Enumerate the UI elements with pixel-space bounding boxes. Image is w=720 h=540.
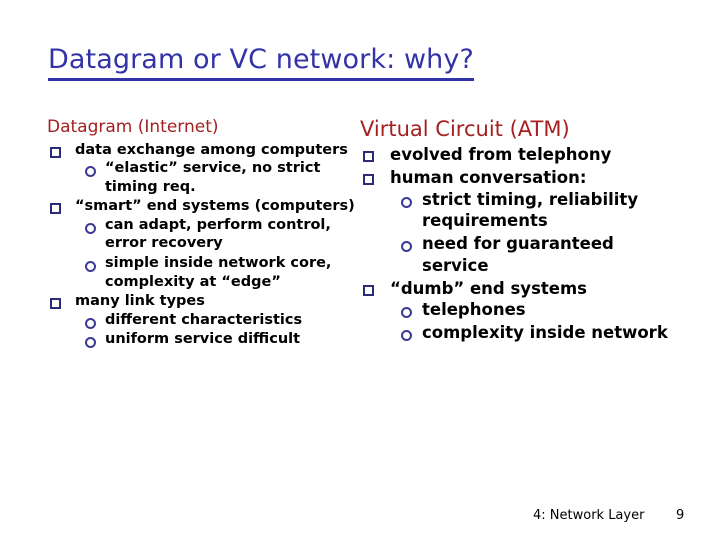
list-item: data exchange among computers “elastic” … — [47, 141, 365, 197]
column-virtual-circuit-heading: Virtual Circuit (ATM) — [360, 117, 570, 141]
circle-bullet-icon — [85, 222, 96, 234]
list-item-label: simple inside network core, complexity a… — [105, 254, 332, 290]
list-item: different characteristics — [75, 311, 365, 330]
circle-bullet-icon — [401, 196, 412, 208]
list-item-label: uniform service difficult — [105, 331, 301, 348]
list-item: human conversation: strict timing, relia… — [360, 167, 680, 277]
circle-bullet-icon — [401, 241, 412, 253]
sub-list: different characteristics uniform servic… — [75, 311, 365, 349]
page-title: Datagram or VC network: why? — [48, 44, 668, 81]
list-item-label: different characteristics — [105, 311, 303, 328]
column-datagram: Datagram (Internet) data exchange among … — [47, 118, 365, 350]
list-item: evolved from telephony — [360, 144, 680, 166]
footer-chapter-label: 4: Network Layer — [533, 508, 645, 523]
square-bullet-icon — [50, 146, 61, 158]
list-item-label: telephones — [422, 300, 526, 320]
list-item: strict timing, reliability requirements — [390, 189, 680, 233]
list-item-label: human conversation: — [390, 167, 587, 187]
list-item-label: data exchange among computers — [75, 141, 348, 158]
circle-bullet-icon — [401, 330, 412, 342]
virtual-circuit-bullet-list: evolved from telephony human conversatio… — [360, 144, 680, 344]
footer-page-number: 9 — [676, 508, 685, 523]
list-item: complexity inside network — [390, 322, 680, 344]
sub-list: can adapt, perform control, error recove… — [75, 216, 365, 291]
list-item: can adapt, perform control, error recove… — [75, 216, 365, 253]
list-item-label: many link types — [75, 293, 205, 310]
list-item: “dumb” end systems telephones complexity… — [360, 278, 680, 344]
list-item-label: need for guaranteed service — [422, 234, 614, 275]
list-item: uniform service difficult — [75, 330, 365, 349]
column-datagram-heading: Datagram (Internet) — [47, 117, 219, 137]
list-item-label: “dumb” end systems — [390, 278, 587, 298]
list-item-label: strict timing, reliability requirements — [422, 189, 639, 231]
list-item-label: “smart” end systems (computers) — [75, 198, 355, 215]
page-title-text: Datagram or VC network: why? — [48, 44, 474, 81]
column-virtual-circuit: Virtual Circuit (ATM) evolved from telep… — [360, 117, 680, 345]
sub-list: telephones complexity inside network — [390, 299, 680, 344]
list-item-label: complexity inside network — [422, 323, 668, 343]
list-item: “elastic” service, no strict timing req. — [75, 159, 365, 196]
list-item: telephones — [390, 299, 680, 321]
datagram-bullet-list: data exchange among computers “elastic” … — [47, 141, 365, 349]
list-item-label: can adapt, perform control, error recove… — [105, 216, 331, 252]
list-item: many link types different characteristic… — [47, 292, 365, 349]
square-bullet-icon — [50, 298, 61, 310]
square-bullet-icon — [363, 173, 374, 185]
circle-bullet-icon — [85, 317, 96, 329]
list-item: need for guaranteed service — [390, 233, 680, 277]
circle-bullet-icon — [401, 307, 412, 319]
circle-bullet-icon — [85, 166, 96, 178]
circle-bullet-icon — [85, 337, 96, 349]
list-item: simple inside network core, complexity a… — [75, 254, 365, 291]
list-item: “smart” end systems (computers) can adap… — [47, 197, 365, 291]
circle-bullet-icon — [85, 260, 96, 272]
list-item-label: “elastic” service, no strict timing req. — [105, 160, 321, 195]
square-bullet-icon — [50, 203, 61, 215]
list-item-label: evolved from telephony — [390, 145, 612, 165]
square-bullet-icon — [363, 284, 374, 296]
square-bullet-icon — [363, 151, 374, 163]
sub-list: “elastic” service, no strict timing req. — [75, 159, 365, 196]
sub-list: strict timing, reliability requirements … — [390, 189, 680, 277]
